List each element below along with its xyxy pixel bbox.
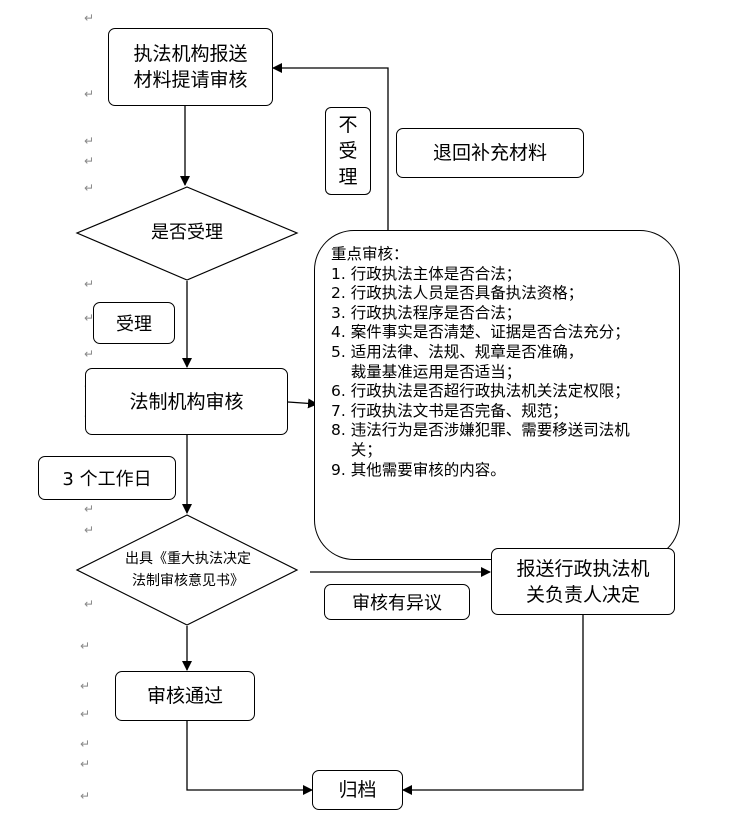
opinion-decision-diamond [75,514,299,626]
three-days-box: 3 个工作日 [38,456,176,500]
svg-text:↵: ↵ [84,311,94,325]
svg-text:↵: ↵ [84,523,94,537]
review-item-5-cont: 裁量基准运用是否适当； [331,362,522,381]
archive-label: 归档 [338,779,377,801]
arrow-approved-to-archive [186,721,313,795]
review-item-1: 1. 行政执法主体是否合法； [331,264,522,283]
return-supplement-label: 退回补充材料 [432,142,547,164]
return-supplement-box: 退回补充材料 [396,128,584,178]
review-item-5: 5. 适用法律、法规、规章是否准确， [331,342,584,361]
archive-box: 归档 [312,770,403,810]
opinion-decision-label: 出具《重大执法决定 法制审核意见书》 [125,551,251,589]
svg-text:↵: ↵ [84,87,94,101]
review-item-4: 4. 案件事实是否清楚、证据是否合法充分； [331,323,630,342]
review-item-9: 9. 其他需要审核的内容。 [331,460,506,479]
svg-text:↵: ↵ [80,757,90,771]
approved-box: 审核通过 [115,671,255,721]
accept-decision-label: 是否受理 [151,222,223,243]
accepted-label: 受理 [116,314,152,335]
review-item-6: 6. 行政执法是否超行政执法机关法定权限； [331,382,630,401]
submit-materials-box: 执法机构报送 材料提请审核 [108,28,273,106]
review-item-2: 2. 行政执法人员是否具备执法资格； [331,284,584,303]
review-item-3: 3. 行政执法程序是否合法； [331,303,522,322]
svg-text:↵: ↵ [84,347,94,361]
legal-review-label: 法制机构审核 [129,390,244,413]
svg-text:↵: ↵ [84,134,94,148]
review-item-7: 7. 行政执法文书是否完备、规范； [331,401,568,420]
legal-review-box: 法制机构审核 [85,368,288,435]
svg-text:↵: ↵ [84,11,94,25]
svg-text:↵: ↵ [80,707,90,721]
svg-text:↵: ↵ [84,277,94,291]
approved-label: 审核通过 [146,685,223,707]
three-days-label: 3 个工作日 [62,469,152,490]
not-accepted-char-1: 不 [338,114,358,136]
review-points-title: 重点审核： [331,245,409,263]
review-points-box: 重点审核： 1. 行政执法主体是否合法； 2. 行政执法人员是否具备执法资格； … [314,230,680,560]
accept-decision-diamond [75,186,299,281]
objection-box: 审核有异议 [324,584,470,620]
svg-text:↵: ↵ [84,597,94,611]
review-item-8-cont: 关； [331,440,382,459]
report-leader-box: 报送行政执法机 关负责人决定 [491,548,675,615]
arrow-leader-to-archive [402,615,584,795]
svg-text:↵: ↵ [84,154,94,168]
accepted-box: 受理 [93,302,175,344]
arrow-return-to-submit [272,63,389,230]
objection-label: 审核有异议 [352,593,442,614]
svg-text:↵: ↵ [80,789,90,803]
arrow-review-to-points [287,398,318,409]
report-leader-label: 报送行政执法机 关负责人决定 [516,557,650,606]
svg-text:↵: ↵ [80,737,90,751]
submit-materials-label: 执法机构报送 材料提请审核 [133,43,248,91]
not-accepted-char-2: 受 [338,140,358,162]
svg-text:↵: ↵ [84,181,94,195]
review-item-8: 8. 违法行为是否涉嫌犯罪、需要移送司法机 [331,421,630,440]
not-accepted-char-3: 理 [338,166,358,188]
svg-text:↵: ↵ [84,502,94,516]
not-accepted-box: 不 受 理 [325,107,371,195]
svg-text:↵: ↵ [80,639,90,653]
svg-text:↵: ↵ [80,679,90,693]
